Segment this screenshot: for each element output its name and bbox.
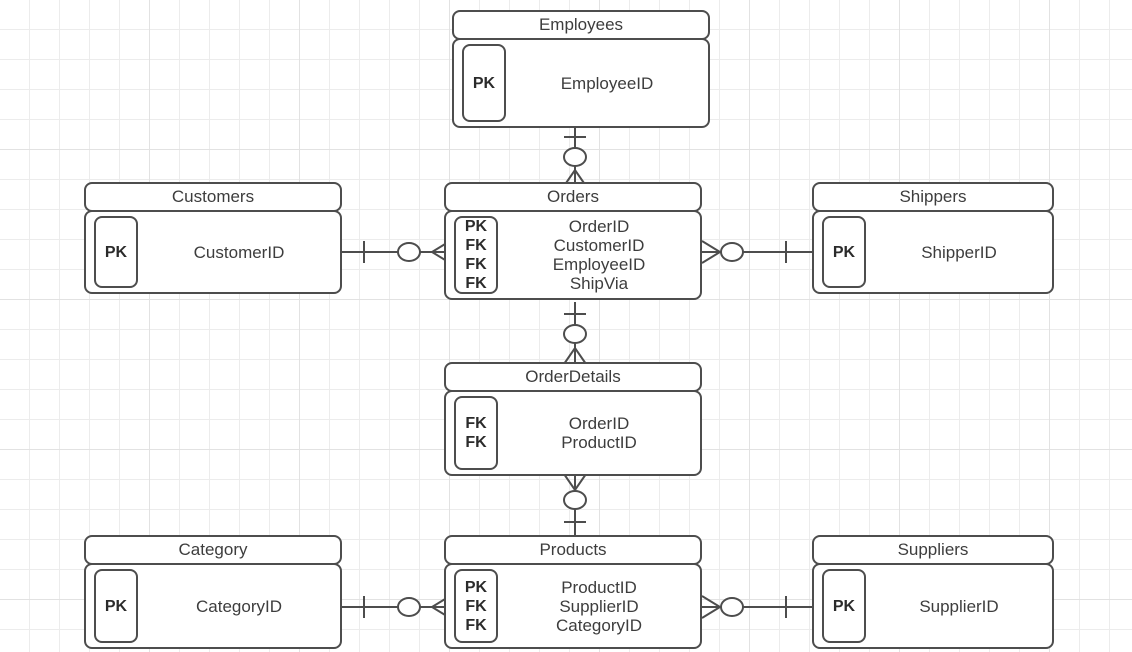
key-badge: PK xyxy=(104,243,128,261)
key-column-orderdetails: FK FK xyxy=(454,396,498,470)
entity-body-products: PK FK FK ProductID SupplierID CategoryID xyxy=(444,563,702,649)
key-badge: FK xyxy=(465,237,487,254)
entity-title-suppliers: Suppliers xyxy=(812,535,1054,565)
key-badge: FK xyxy=(465,275,487,292)
entity-body-employees: PK EmployeeID xyxy=(452,38,710,128)
attribute-label: EmployeeID xyxy=(560,73,654,93)
key-badge: FK xyxy=(465,256,487,273)
entity-products[interactable]: Products PK FK FK ProductID SupplierID C… xyxy=(444,535,702,649)
relationship-category-products[interactable] xyxy=(342,577,451,637)
attribute-column-shippers: ShipperID xyxy=(866,212,1052,292)
key-column-suppliers: PK xyxy=(822,569,866,643)
attribute-column-products: ProductID SupplierID CategoryID xyxy=(498,565,700,647)
entity-body-category: PK CategoryID xyxy=(84,563,342,649)
key-column-orders: PK FK FK FK xyxy=(454,216,498,294)
attribute-column-category: CategoryID xyxy=(138,565,340,647)
attribute-label: CustomerID xyxy=(553,236,645,255)
key-column-products: PK FK FK xyxy=(454,569,498,643)
attribute-column-customers: CustomerID xyxy=(138,212,340,292)
attribute-label: CategoryID xyxy=(556,615,642,635)
attribute-label: ProductID xyxy=(561,433,637,452)
attribute-label: OrderID xyxy=(568,217,630,236)
relationship-customers-orders[interactable] xyxy=(342,222,451,282)
attribute-column-orders: OrderID CustomerID EmployeeID ShipVia xyxy=(498,212,700,298)
attribute-label: ShipperID xyxy=(921,242,997,262)
relationship-orders-shippers[interactable] xyxy=(701,222,812,282)
entity-employees[interactable]: Employees PK EmployeeID xyxy=(452,10,710,128)
key-badge: FK xyxy=(465,597,487,615)
entity-customers[interactable]: Customers PK CustomerID xyxy=(84,182,342,294)
key-badge: FK xyxy=(465,415,487,432)
relationship-orders-orderdetails[interactable] xyxy=(545,302,605,365)
entity-title-customers: Customers xyxy=(84,182,342,212)
entity-body-shippers: PK ShipperID xyxy=(812,210,1054,294)
attribute-label: OrderID xyxy=(568,414,630,433)
entity-title-orders: Orders xyxy=(444,182,702,212)
attribute-column-employees: EmployeeID xyxy=(506,40,708,126)
attribute-label: EmployeeID xyxy=(552,255,646,274)
attribute-label: ShipVia xyxy=(569,274,629,293)
key-badge: PK xyxy=(832,243,856,261)
relationship-employees-orders[interactable] xyxy=(545,124,605,187)
key-column-shippers: PK xyxy=(822,216,866,288)
relationship-products-suppliers[interactable] xyxy=(701,577,812,637)
key-badge: PK xyxy=(104,597,128,615)
attribute-label: SupplierID xyxy=(919,596,999,616)
entity-title-products: Products xyxy=(444,535,702,565)
entity-body-orders: PK FK FK FK OrderID CustomerID EmployeeI… xyxy=(444,210,702,300)
attribute-column-suppliers: SupplierID xyxy=(866,565,1052,647)
entity-category[interactable]: Category PK CategoryID xyxy=(84,535,342,649)
key-badge: PK xyxy=(472,74,496,92)
entity-title-shippers: Shippers xyxy=(812,182,1054,212)
relationship-orderdetails-products[interactable] xyxy=(545,473,605,536)
entity-orders[interactable]: Orders PK FK FK FK OrderID CustomerID Em… xyxy=(444,182,702,300)
entity-suppliers[interactable]: Suppliers PK SupplierID xyxy=(812,535,1054,649)
entity-title-category: Category xyxy=(84,535,342,565)
entity-title-employees: Employees xyxy=(452,10,710,40)
entity-shippers[interactable]: Shippers PK ShipperID xyxy=(812,182,1054,294)
key-column-employees: PK xyxy=(462,44,506,122)
entity-body-customers: PK CustomerID xyxy=(84,210,342,294)
key-column-customers: PK xyxy=(94,216,138,288)
key-column-category: PK xyxy=(94,569,138,643)
entity-body-orderdetails: FK FK OrderID ProductID xyxy=(444,390,702,476)
key-badge: FK xyxy=(465,434,487,451)
entity-title-orderdetails: OrderDetails xyxy=(444,362,702,392)
key-badge: PK xyxy=(464,218,488,235)
entity-body-suppliers: PK SupplierID xyxy=(812,563,1054,649)
attribute-label: ProductID xyxy=(561,577,637,597)
key-badge: FK xyxy=(465,616,487,634)
attribute-label: SupplierID xyxy=(559,596,639,616)
attribute-label: CategoryID xyxy=(196,596,282,616)
attribute-column-orderdetails: OrderID ProductID xyxy=(498,392,700,474)
entity-orderdetails[interactable]: OrderDetails FK FK OrderID ProductID xyxy=(444,362,702,476)
attribute-label: CustomerID xyxy=(193,242,285,262)
key-badge: PK xyxy=(464,578,488,596)
key-badge: PK xyxy=(832,597,856,615)
